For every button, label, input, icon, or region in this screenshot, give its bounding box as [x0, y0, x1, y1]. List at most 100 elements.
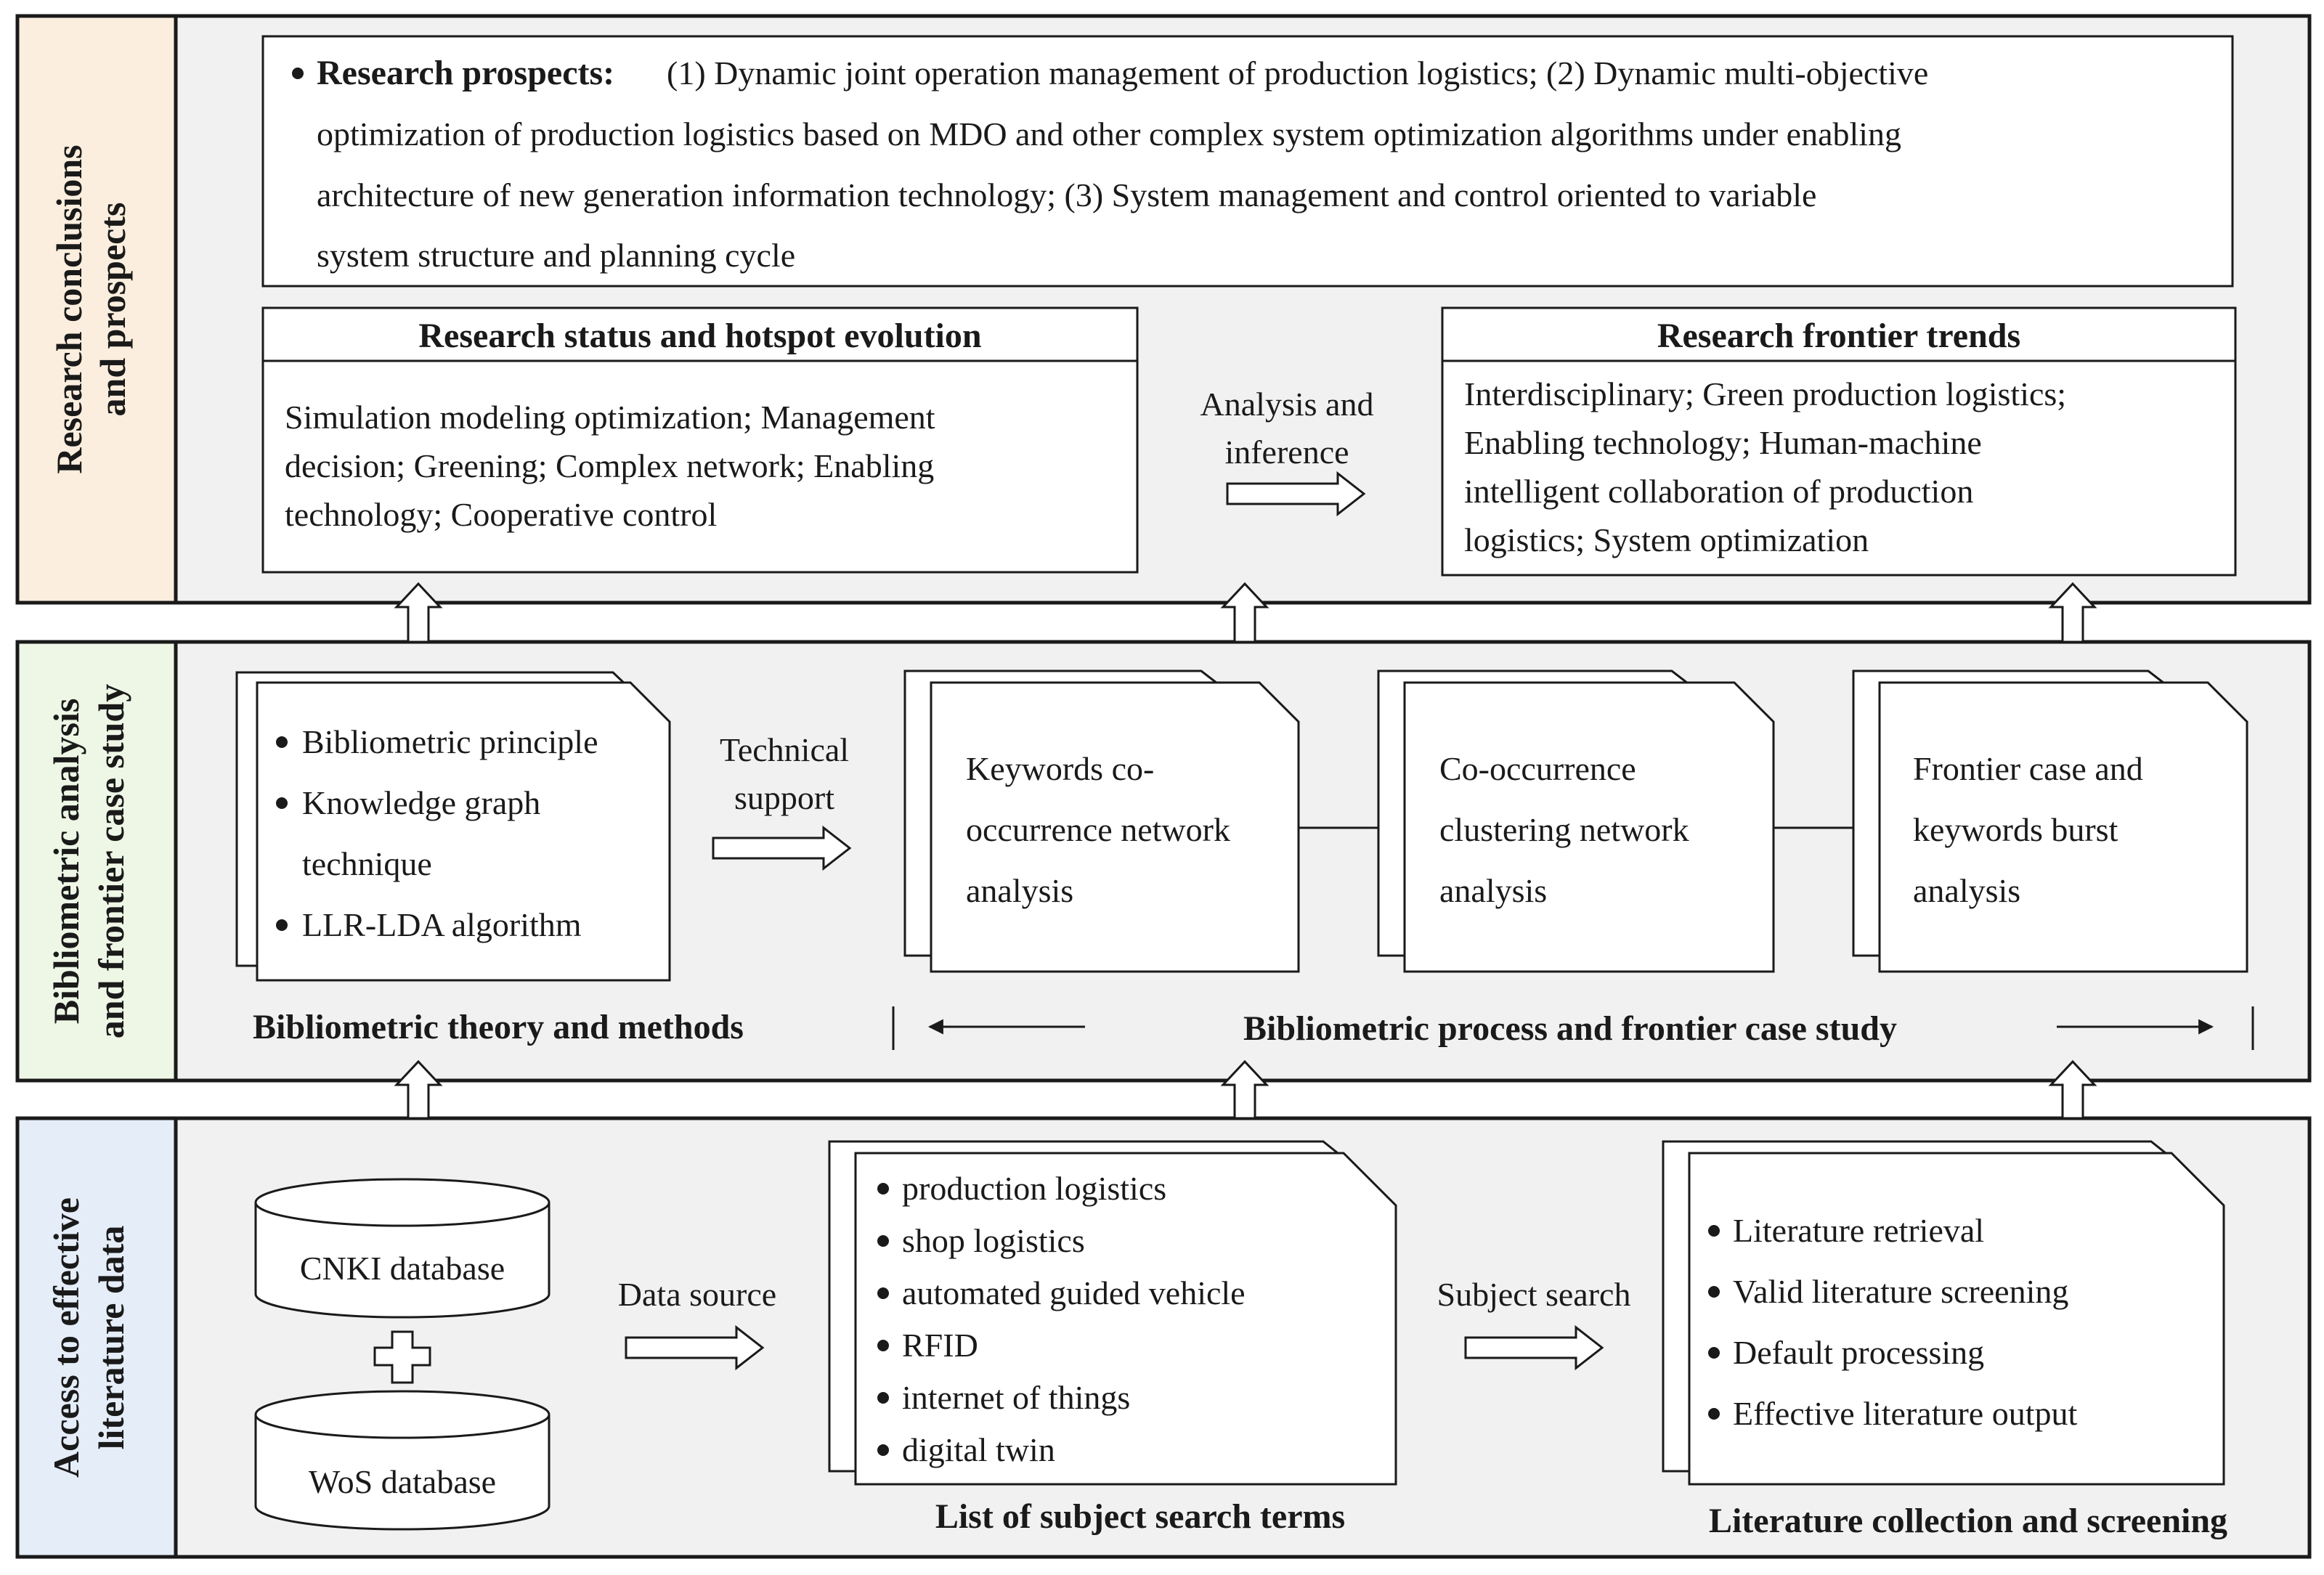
theory-item-3: LLR-LDA algorithm	[302, 906, 582, 943]
bullet-dot	[1708, 1225, 1720, 1237]
keywords-burst-card: Frontier case and keywords burst analysi…	[1852, 670, 2248, 973]
frontier-line-1: Interdisciplinary; Green production logi…	[1464, 375, 2066, 412]
lane-label-middle-2: and frontier case study	[91, 684, 131, 1038]
term-1: production logistics	[902, 1170, 1166, 1207]
lane-label-middle-1: Bibliometric analysis	[46, 699, 86, 1025]
term-6: digital twin	[902, 1431, 1055, 1468]
status-title: Research status and hotspot evolution	[418, 317, 981, 355]
lane-label-box-middle	[15, 640, 178, 1083]
cnki-database-icon: CNKI database	[254, 1178, 550, 1319]
term-4: RFID	[902, 1327, 978, 1364]
bullet-dot	[877, 1183, 889, 1195]
prospects-line-1: (1) Dynamic joint operation management o…	[667, 54, 1928, 91]
process-caption-span: Bibliometric process and frontier case s…	[892, 1006, 2254, 1050]
data-source-label: Data source	[618, 1276, 776, 1313]
lane-label-bottom-2: literature data	[91, 1226, 131, 1450]
process-caption: Bibliometric process and frontier case s…	[1243, 1009, 1897, 1048]
data-source-connector: Data source	[618, 1276, 776, 1371]
bullet-dot	[877, 1287, 889, 1299]
prospects-line-3: architecture of new generation informati…	[317, 176, 1816, 213]
right-hollow-arrow-icon	[1464, 1324, 1604, 1371]
up-arrows-middle-to-top	[394, 582, 2097, 643]
analysis-label-2: inference	[1224, 434, 1349, 471]
tech-support-label-2: support	[734, 779, 834, 816]
up-hollow-arrow-icon	[2048, 582, 2097, 643]
keywords-line-3: analysis	[966, 872, 1073, 909]
burst-line-3: analysis	[1913, 872, 2020, 909]
cnki-label: CNKI database	[300, 1250, 505, 1287]
bullet-dot	[877, 1444, 889, 1456]
wos-label: WoS database	[309, 1463, 496, 1500]
bullet-dot	[276, 736, 288, 748]
theory-item-2b: technique	[302, 845, 432, 882]
lane-label-bottom-1: Access to effective	[46, 1197, 86, 1478]
frontier-title: Research frontier trends	[1657, 317, 2020, 355]
theory-item-1: Bibliometric principle	[302, 723, 598, 760]
burst-line-1: Frontier case and	[1913, 750, 2143, 787]
up-hollow-arrow-icon	[1220, 1059, 1269, 1120]
bullet-dot	[877, 1392, 889, 1404]
bullet-dot	[292, 68, 304, 79]
clustering-network-card: Co-occurrence clustering network analysi…	[1377, 670, 1775, 973]
right-hollow-arrow-icon	[1226, 471, 1366, 517]
term-5: internet of things	[902, 1379, 1130, 1416]
clustering-line-3: analysis	[1439, 872, 1547, 909]
subject-search-connector: Subject search	[1437, 1276, 1631, 1371]
clustering-line-2: clustering network	[1439, 811, 1689, 848]
clustering-line-1: Co-occurrence	[1439, 750, 1636, 787]
up-hollow-arrow-icon	[394, 1059, 443, 1120]
up-hollow-arrow-icon	[2048, 1059, 2097, 1120]
prospects-line-2: optimization of production logistics bas…	[317, 115, 1901, 152]
screening-caption: Literature collection and screening	[1709, 1502, 2227, 1540]
lane-label-top-2: and prospects	[92, 203, 133, 417]
screening-item-4: Effective literature output	[1733, 1395, 2078, 1432]
analysis-label-1: Analysis and	[1200, 386, 1374, 423]
keywords-line-1: Keywords co-	[966, 750, 1154, 787]
wos-database-icon: WoS database	[254, 1390, 550, 1531]
frontier-line-3: intelligent collaboration of production	[1464, 473, 1973, 510]
bullet-dot	[276, 919, 288, 931]
burst-line-2: keywords burst	[1913, 811, 2118, 848]
up-hollow-arrow-icon	[394, 582, 443, 643]
prospects-line-4: system structure and planning cycle	[317, 237, 795, 274]
bullet-dot	[877, 1235, 889, 1247]
prospects-box: Research prospects: (1) Dynamic joint op…	[261, 35, 2234, 288]
analysis-inference-connector: Analysis and inference	[1200, 386, 1374, 517]
screening-item-1: Literature retrieval	[1733, 1212, 1984, 1249]
lane-label-box-top	[15, 14, 178, 605]
frontier-trends-box: Research frontier trends Interdisciplina…	[1441, 306, 2237, 577]
theory-methods-card: Bibliometric principle Knowledge graph t…	[235, 671, 671, 982]
keywords-line-2: occurrence network	[966, 811, 1230, 848]
bullet-dot	[1708, 1408, 1720, 1420]
right-hollow-arrow-icon	[712, 825, 852, 871]
up-arrows-bottom-to-middle	[394, 1059, 2097, 1120]
research-status-box: Research status and hotspot evolution Si…	[261, 306, 1139, 574]
terms-caption: List of subject search terms	[935, 1497, 1345, 1536]
right-hollow-arrow-icon	[625, 1324, 765, 1371]
subject-search-label: Subject search	[1437, 1276, 1631, 1313]
bullet-dot	[1708, 1286, 1720, 1298]
frontier-line-4: logistics; System optimization	[1464, 521, 1869, 558]
theory-item-2: Knowledge graph	[302, 784, 540, 821]
status-line-3: technology; Cooperative control	[285, 496, 717, 533]
plus-icon	[373, 1330, 431, 1384]
technical-support-connector: Technical support	[712, 731, 852, 871]
up-hollow-arrow-icon	[1220, 582, 1269, 643]
literature-screening-card: Literature retrieval Valid literature sc…	[1662, 1140, 2225, 1486]
term-2: shop logistics	[902, 1222, 1085, 1259]
screening-item-2: Valid literature screening	[1733, 1273, 2068, 1310]
term-3: automated guided vehicle	[902, 1274, 1246, 1311]
theory-caption: Bibliometric theory and methods	[253, 1008, 744, 1046]
screening-item-3: Default processing	[1733, 1334, 1984, 1371]
search-terms-card: production logistics shop logistics auto…	[828, 1140, 1397, 1486]
frontier-line-2: Enabling technology; Human-machine	[1464, 424, 1982, 461]
bullet-dot	[877, 1340, 889, 1351]
lane-label-top-1: Research conclusions	[49, 145, 89, 473]
lane-label-box-bottom	[15, 1116, 178, 1559]
bullet-dot	[276, 797, 288, 809]
prospects-heading: Research prospects:	[317, 54, 614, 92]
status-line-1: Simulation modeling optimization; Manage…	[285, 399, 935, 436]
bullet-dot	[1708, 1347, 1720, 1359]
tech-support-label-1: Technical	[720, 731, 849, 768]
